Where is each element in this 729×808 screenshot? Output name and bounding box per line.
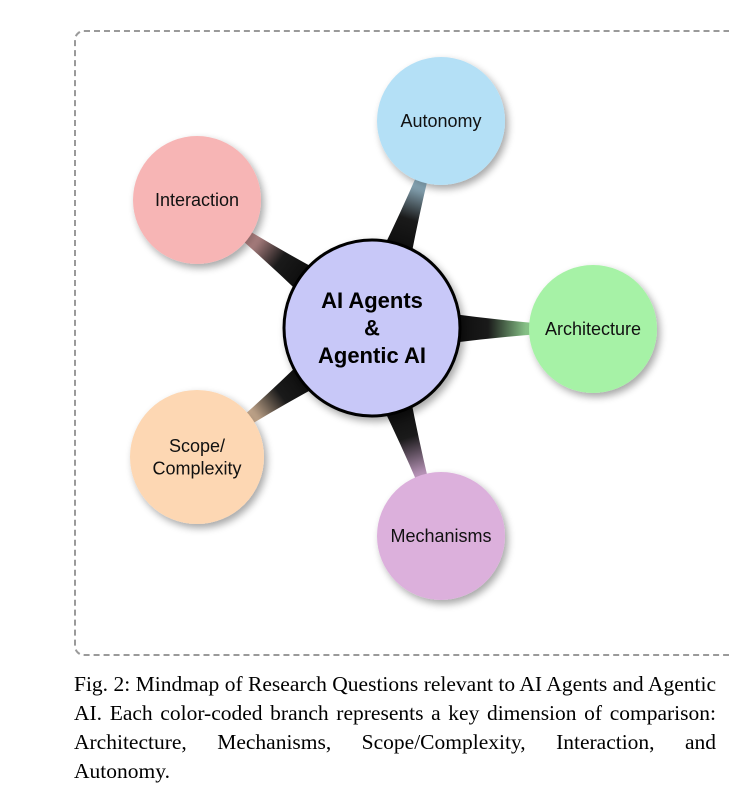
node-autonomy-label: Autonomy [400,111,481,131]
node-center-circle [282,238,462,418]
figure-caption: Fig. 2: Mindmap of Research Questions re… [74,672,716,783]
node-scope-complexity-label: Scope/ [169,436,225,456]
node-mechanisms-label: Mechanisms [390,526,491,546]
connector-autonomy [381,172,429,261]
node-architecture-circle [529,265,657,393]
diagram-frame [74,30,729,656]
connector-mechanisms [381,395,429,485]
node-interaction: Interaction [133,136,261,264]
node-center-label: Agentic AI [318,343,426,368]
node-center: AI Agents &Agentic AI [282,238,462,418]
node-autonomy-circle [377,57,505,185]
node-center-label: & [364,316,380,341]
node-architecture-label: Architecture [545,319,641,339]
node-autonomy: Autonomy [377,57,505,185]
node-center-label: AI Agents [321,288,423,313]
node-interaction-circle [133,136,261,264]
node-scope-complexity: Scope/Complexity [130,390,264,524]
node-scope-complexity-label: Complexity [152,458,241,478]
connector-architecture [447,313,538,344]
node-scope-complexity-circle [130,390,264,524]
node-mechanisms-circle [377,472,505,600]
node-interaction-label: Interaction [155,190,239,210]
node-architecture: Architecture [529,265,657,393]
node-mechanisms: Mechanisms [377,472,505,600]
